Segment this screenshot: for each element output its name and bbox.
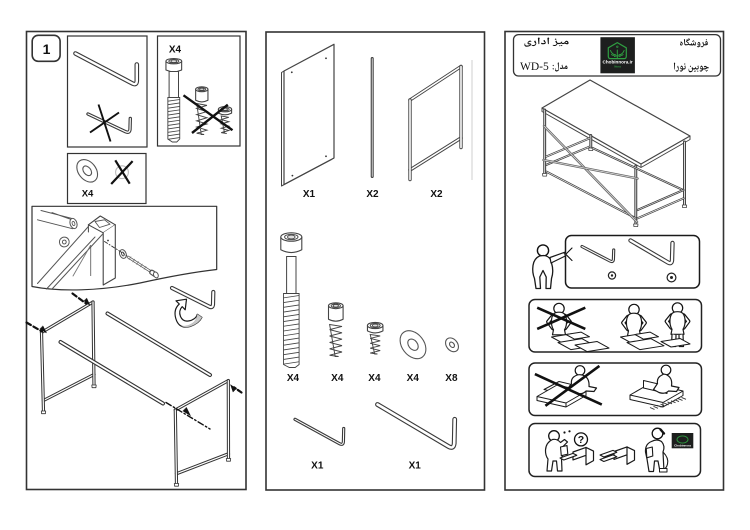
svg-text:X8: X8 <box>445 373 458 384</box>
svg-text:Nora: Nora <box>614 65 621 69</box>
svg-text:WD-5: WD-5 <box>520 61 549 73</box>
svg-text:X4: X4 <box>82 189 94 200</box>
svg-text:?: ? <box>578 434 584 446</box>
svg-text:X1: X1 <box>311 460 324 471</box>
svg-text:X1: X1 <box>409 460 422 471</box>
svg-text:X4: X4 <box>368 373 381 384</box>
svg-text:Chobinnora: Chobinnora <box>674 443 691 447</box>
svg-text:X1: X1 <box>303 189 316 200</box>
svg-text:Chobinnora.ir: Chobinnora.ir <box>603 60 633 65</box>
svg-text:X4: X4 <box>331 373 344 384</box>
svg-text:1: 1 <box>43 41 51 57</box>
svg-text:X2: X2 <box>430 189 443 200</box>
svg-text:X4: X4 <box>407 373 420 384</box>
svg-text:X4: X4 <box>287 373 300 384</box>
svg-text:X2: X2 <box>366 189 379 200</box>
svg-text:X4: X4 <box>169 45 182 56</box>
